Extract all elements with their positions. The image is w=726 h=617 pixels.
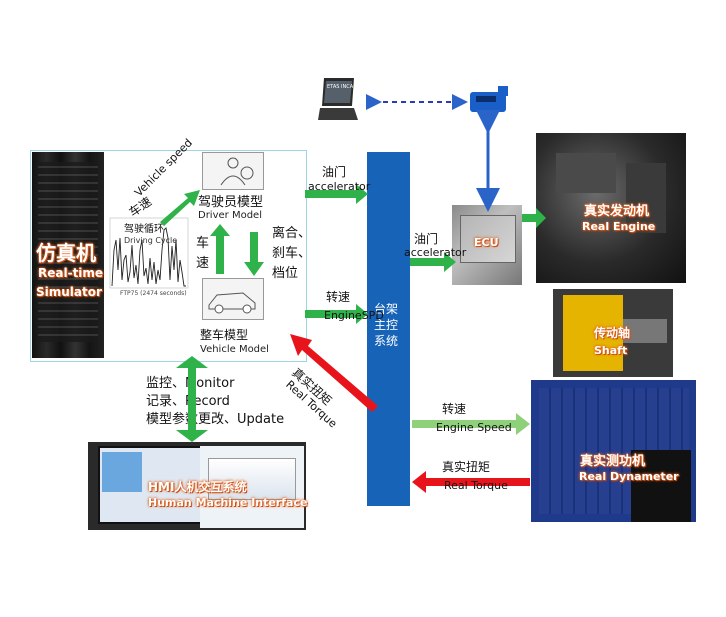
ecu-engine-arrow: [522, 208, 546, 228]
accel-label-cn-2: 油门: [414, 232, 439, 246]
engspd-label-en-2: Engine Speed: [436, 421, 512, 434]
simulator-rack-photo: [32, 152, 104, 358]
engspd-arrow-2: [412, 413, 530, 435]
driver-model-label-cn: 驾驶员模型: [198, 195, 264, 210]
vehicle-model-icon: [202, 278, 264, 320]
controls-label-1: 离合、: [272, 226, 312, 241]
hmi-photo: [88, 442, 306, 530]
dyno-title-en: Real Dynameter: [579, 470, 679, 483]
speed-side-label-1: 车: [196, 236, 210, 251]
dynamometer-photo: [531, 380, 696, 522]
driver-model-icon: [202, 152, 264, 190]
driving-cycle-label-en: Driving Cycle: [124, 236, 178, 245]
driving-cycle-plot: [109, 217, 189, 289]
hmi-title-en: Human Machine Interface: [148, 496, 308, 509]
controls-down-arrow: [244, 232, 264, 276]
hmi-sim-arrow: [176, 356, 208, 442]
hmi-update-label: 模型参数更改、Update: [146, 412, 285, 427]
ecu-photo: [452, 205, 522, 285]
torque-arrow-2: [412, 471, 530, 493]
simulator-title-en-2: Simulator: [36, 285, 102, 299]
torque-label-cn-2: 真实扭矩: [442, 460, 491, 474]
controls-label-3: 档位: [272, 266, 299, 281]
simulator-title-cn: 仿真机: [36, 241, 96, 265]
accel-label-en-1: accelerator: [308, 180, 371, 193]
torque-label-en-2: Real Torque: [444, 479, 508, 492]
driving-cycle-label-cn: 驾驶循环: [124, 224, 164, 235]
accel-arrow-2: [410, 252, 456, 272]
etas-interface-device: [466, 84, 512, 118]
bench-control-bar: [367, 152, 410, 506]
engine-title-cn: 真实发动机: [584, 204, 650, 219]
vehicle-speed-arrow: [160, 190, 200, 226]
controls-label-2: 刹车、: [272, 246, 312, 261]
engspd-label-cn-1: 转速: [326, 290, 351, 304]
dyno-title-cn: 真实测功机: [580, 454, 646, 469]
shaft-title-en: Shaft: [594, 344, 628, 357]
accel-label-cn-1: 油门: [322, 165, 347, 179]
vehicle-model-label-cn: 整车模型: [200, 328, 249, 342]
engine-title-en: Real Engine: [582, 220, 656, 233]
simulator-title-en-1: Real-time: [38, 266, 104, 280]
etas-laptop: [318, 76, 358, 126]
driver-model-label-en: Driver Model: [198, 210, 262, 221]
engspd-arrow-1: [305, 304, 368, 324]
bench-label-2: 主控: [374, 318, 399, 332]
engspd-label-cn-2: 转速: [442, 402, 467, 416]
ftp-caption: FTP75 (2474 seconds): [120, 290, 187, 297]
accel-arrow-1: [305, 184, 368, 204]
accel-label-en-2: accelerator: [404, 246, 467, 259]
hmi-title-cn: HMI人机交互系统: [148, 480, 247, 494]
speed-up-arrow: [210, 224, 230, 274]
etas-laptop-label: ETAS INCA: [327, 84, 354, 90]
vehicle-model-label-en: Vehicle Model: [200, 344, 269, 355]
hmi-record-label: 记录、Record: [146, 394, 230, 409]
engine-photo: [536, 133, 686, 283]
shaft-photo: [553, 289, 673, 377]
shaft-title-cn: 传动轴: [594, 326, 631, 340]
engspd-label-en-1: EngineSPD: [324, 309, 384, 322]
bench-label-1: 台架: [374, 302, 399, 316]
ecu-label: ECU: [474, 236, 499, 249]
torque-arrow-1: [290, 334, 378, 412]
bench-label-3: 系统: [374, 334, 399, 348]
speed-side-label-2: 速: [196, 256, 210, 271]
